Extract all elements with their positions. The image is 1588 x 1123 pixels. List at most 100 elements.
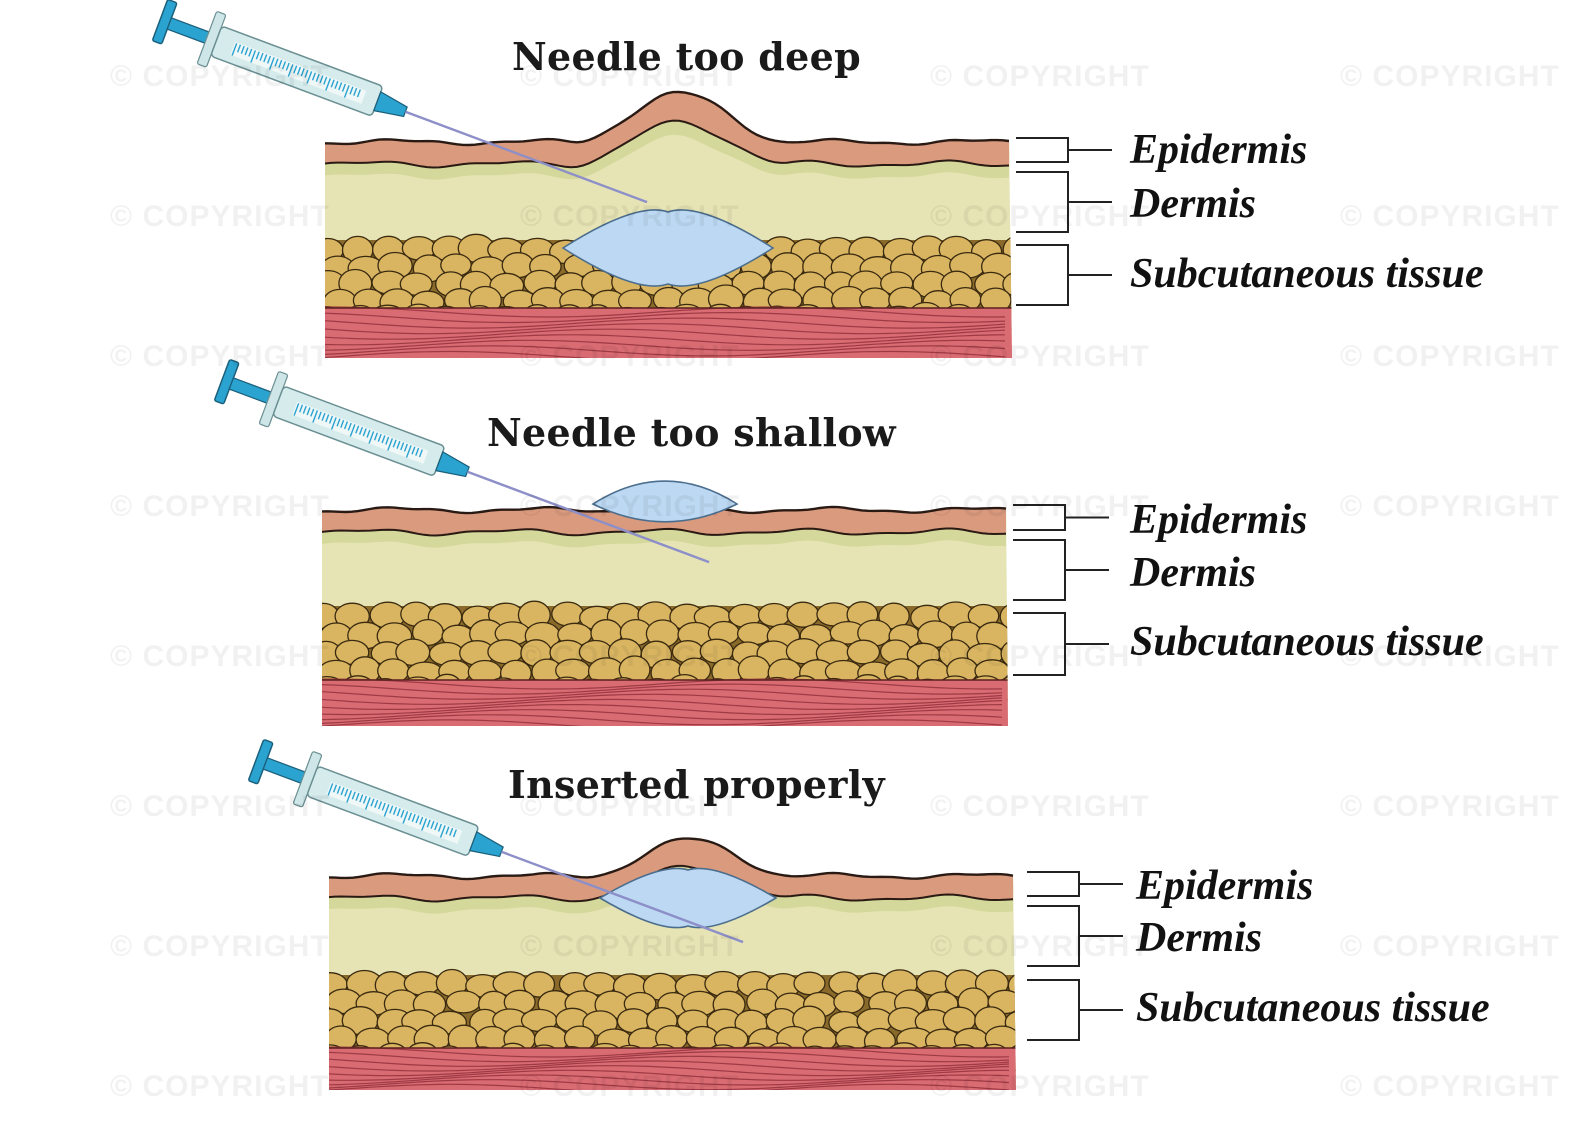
scale-tick (344, 788, 349, 797)
copyright-watermark: © COPYRIGHT (930, 340, 1150, 373)
scale-tick (403, 443, 408, 452)
label-epidermis: Epidermis (1130, 127, 1308, 173)
scale-tick (310, 408, 315, 417)
copyright-watermark: © COPYRIGHT (110, 340, 330, 373)
muscle-fiber (325, 328, 1006, 340)
scale-tick (285, 62, 290, 71)
scale-tick (434, 822, 439, 831)
scale-tick (244, 47, 249, 56)
scale-tick (298, 404, 304, 413)
scale-tick (274, 58, 279, 67)
scale-tick (355, 792, 360, 801)
scale-tick (259, 52, 264, 61)
label-epidermis: Epidermis (1130, 497, 1308, 543)
scale-tick (336, 418, 341, 427)
muscle-fiber (322, 704, 1003, 716)
scale-tick (349, 86, 354, 95)
scale-tick (400, 809, 405, 818)
syringe-icon (214, 359, 710, 564)
scale-tick (328, 415, 334, 424)
scale-tick (415, 815, 420, 824)
muscle-fiber (322, 693, 1003, 705)
fat-cell (999, 602, 1008, 631)
scale-tick (445, 826, 450, 835)
label-subcutaneous-tissue: Subcutaneous tissue (1136, 985, 1490, 1031)
scale-tick (334, 80, 339, 89)
scale-tick (400, 442, 405, 451)
scale-tick (407, 812, 413, 821)
fat-cell (833, 990, 865, 1014)
fat-cell (1000, 639, 1008, 669)
label-brackets (1016, 137, 1112, 306)
copyright-watermark: © COPYRIGHT (520, 60, 740, 93)
label-subcutaneous-tissue: Subcutaneous tissue (1130, 619, 1484, 665)
copyright-watermark: © COPYRIGHT (110, 1070, 330, 1103)
scale-tick (317, 411, 322, 420)
panel-title: Inserted properly (508, 762, 885, 807)
fat-cell (1007, 971, 1016, 1000)
muscle-fiber (325, 323, 1006, 335)
muscle-fiber (322, 688, 1003, 700)
muscle-fiber (322, 683, 1003, 695)
muscle-fiber (329, 1060, 1010, 1072)
dermo-epidermal-junction (329, 864, 1014, 903)
fat-cell (551, 601, 585, 627)
copyright-watermark: © COPYRIGHT (520, 490, 740, 523)
fat-cell (793, 971, 826, 996)
scale-tick (368, 431, 375, 444)
muscle-fiber (322, 678, 1003, 690)
scale-tick (415, 447, 420, 456)
label-dermis: Dermis (1130, 550, 1256, 596)
medication-bolus (591, 480, 739, 523)
scale-tick (358, 426, 364, 435)
scale-tick (452, 829, 457, 838)
plunger-rod (262, 757, 308, 785)
scale-tick (364, 797, 371, 810)
muscle-fiber (325, 350, 1006, 358)
muscle-fiber (329, 1046, 1010, 1058)
scale-tick (405, 445, 412, 458)
dermis-bracket (1016, 171, 1112, 233)
label-subcutaneous-tissue: Subcutaneous tissue (1130, 251, 1484, 297)
scale-tick (374, 799, 379, 808)
dermo-epidermal-junction (322, 527, 1007, 537)
scale-tick (304, 69, 309, 78)
scale-tick (343, 421, 349, 430)
scale-tick (362, 795, 368, 804)
scale-tick (293, 65, 298, 74)
needle-hub (434, 451, 470, 478)
needle (500, 850, 744, 944)
copyright-watermark: © COPYRIGHT (1340, 930, 1560, 963)
label-dermis: Dermis (1130, 181, 1256, 227)
dermo-epidermal-junction (325, 119, 1010, 169)
plunger-rod (228, 377, 274, 405)
scale-tick (240, 45, 245, 54)
scale-tick (366, 429, 371, 438)
medication-bolus (598, 867, 778, 929)
scale-tick (325, 414, 330, 423)
fat-cell (736, 621, 772, 646)
scale-tick (343, 85, 350, 98)
muscle-fiber (329, 1079, 1010, 1090)
muscle-fiber (325, 306, 1006, 318)
scale-tick (430, 820, 435, 829)
needle-hub (468, 831, 504, 858)
copyright-watermark: © COPYRIGHT (930, 200, 1150, 233)
muscle-fiber (325, 312, 1006, 324)
scale-tick (373, 432, 379, 441)
dermis-bracket (1027, 905, 1123, 967)
label-epidermis: Epidermis (1136, 863, 1314, 909)
fat-cell (1002, 271, 1012, 298)
copyright-watermark: © COPYRIGHT (930, 1070, 1150, 1103)
copyright-watermark: © COPYRIGHT (110, 60, 330, 93)
scale-tick (347, 422, 352, 431)
panel-title: Needle too deep (512, 34, 861, 79)
scale-tick (250, 50, 257, 63)
scale-tick (439, 825, 446, 838)
scale-tick (311, 72, 317, 81)
copyright-watermark: © COPYRIGHT (930, 930, 1150, 963)
muscle-layer (329, 1048, 1016, 1090)
muscle-fiber (329, 1083, 1010, 1090)
